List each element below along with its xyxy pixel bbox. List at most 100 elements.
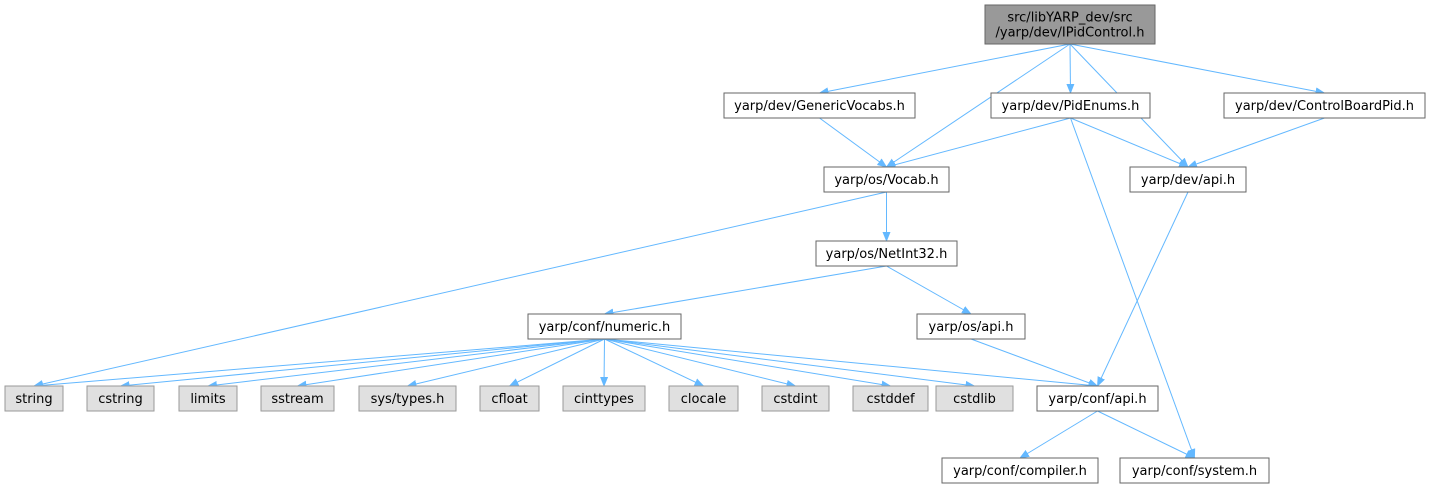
edge-numeric-to-cstring	[119, 338, 605, 390]
node-cfloat: cfloat	[479, 385, 540, 412]
node-limits: limits	[178, 385, 238, 412]
node-label-clocale: clocale	[681, 392, 726, 407]
edge-numeric-to-clocale	[604, 338, 705, 387]
node-sstream: sstream	[260, 385, 335, 412]
node-box-compiler	[941, 457, 1099, 484]
node-label-cinttypes: cinttypes	[574, 392, 634, 407]
node-box-netint32	[815, 240, 958, 267]
edge-numeric-to-cstdint	[604, 338, 797, 388]
node-compiler[interactable]: yarp/conf/compiler.h	[941, 457, 1099, 484]
node-box-genericvocabs	[723, 92, 916, 119]
edge-numeric-to-string	[33, 338, 605, 390]
node-devapi[interactable]: yarp/dev/api.h	[1129, 166, 1247, 193]
node-box-root	[984, 4, 1156, 45]
node-box-limits	[178, 385, 238, 412]
node-label-controlboardpid: yarp/dev/ControlBoardPid.h	[1235, 99, 1414, 114]
node-label-genericvocabs: yarp/dev/GenericVocabs.h	[734, 99, 905, 114]
node-label-root: /yarp/dev/IPidControl.h	[996, 26, 1145, 41]
edge-pidenums-to-vocab	[885, 117, 1071, 169]
node-pidenums[interactable]: yarp/dev/PidEnums.h	[990, 92, 1151, 119]
node-label-system: yarp/conf/system.h	[1132, 464, 1257, 479]
node-box-controlboardpid	[1223, 92, 1426, 119]
node-root[interactable]: src/libYARP_dev/src/yarp/dev/IPidControl…	[984, 4, 1156, 45]
edge-numeric-to-confapi	[604, 338, 1099, 390]
edges-layer	[33, 43, 1326, 459]
node-systypes: sys/types.h	[358, 385, 457, 412]
node-numeric[interactable]: yarp/conf/numeric.h	[527, 313, 682, 340]
edge-netint32-to-osapi	[886, 265, 972, 315]
node-cstdint: cstdint	[761, 385, 830, 412]
node-label-netint32: yarp/os/NetInt32.h	[826, 247, 948, 262]
edge-vocab-to-string	[33, 191, 887, 388]
node-vocab[interactable]: yarp/os/Vocab.h	[823, 166, 950, 193]
node-label-root: src/libYARP_dev/src	[1007, 11, 1132, 26]
node-box-clocale	[668, 385, 739, 412]
node-box-string	[4, 385, 64, 412]
node-box-confapi	[1036, 385, 1159, 412]
node-label-pidenums: yarp/dev/PidEnums.h	[1002, 99, 1140, 114]
node-box-cinttypes	[562, 385, 646, 412]
edge-numeric-to-cfloat	[508, 338, 605, 387]
node-box-numeric	[527, 313, 682, 340]
edge-numeric-to-cinttypes	[600, 338, 609, 387]
edge-devapi-to-confapi	[1097, 191, 1189, 387]
edge-genericvocabs-to-vocab	[819, 117, 888, 168]
node-box-system	[1119, 457, 1270, 484]
nodes-layer: src/libYARP_dev/src/yarp/dev/IPidControl…	[4, 4, 1426, 484]
node-label-sstream: sstream	[271, 392, 323, 407]
node-system[interactable]: yarp/conf/system.h	[1119, 457, 1270, 484]
edge-pidenums-to-system	[1070, 117, 1196, 459]
node-label-cstdint: cstdint	[773, 392, 817, 407]
node-label-confapi: yarp/conf/api.h	[1048, 392, 1146, 407]
node-box-cstddef	[852, 385, 929, 412]
edge-numeric-to-systypes	[406, 338, 605, 388]
node-netint32[interactable]: yarp/os/NetInt32.h	[815, 240, 958, 267]
node-osapi[interactable]: yarp/os/api.h	[916, 313, 1026, 340]
node-cinttypes: cinttypes	[562, 385, 646, 412]
node-label-string: string	[15, 392, 52, 407]
edge-root-to-vocab	[885, 43, 1071, 168]
edge-controlboardpid-to-devapi	[1187, 117, 1325, 168]
node-box-osapi	[916, 313, 1026, 340]
edge-numeric-to-limits	[207, 338, 605, 389]
node-box-cstring	[86, 385, 155, 412]
node-box-cfloat	[479, 385, 540, 412]
edge-pidenums-to-devapi	[1070, 117, 1189, 168]
edge-confapi-to-system	[1097, 410, 1196, 459]
node-label-compiler: yarp/conf/compiler.h	[953, 464, 1087, 479]
node-clocale: clocale	[668, 385, 739, 412]
edge-numeric-to-cstddef	[604, 338, 892, 389]
node-label-numeric: yarp/conf/numeric.h	[539, 320, 671, 335]
node-box-pidenums	[990, 92, 1151, 119]
node-label-limits: limits	[190, 392, 226, 407]
edge-numeric-to-cstdlib	[604, 338, 976, 389]
node-label-vocab: yarp/os/Vocab.h	[834, 173, 938, 188]
node-label-osapi: yarp/os/api.h	[929, 320, 1014, 335]
node-confapi[interactable]: yarp/conf/api.h	[1036, 385, 1159, 412]
node-label-cfloat: cfloat	[491, 392, 527, 407]
node-label-devapi: yarp/dev/api.h	[1141, 173, 1235, 188]
node-label-cstring: cstring	[98, 392, 142, 407]
node-cstdlib: cstdlib	[935, 385, 1014, 412]
edge-root-to-controlboardpid	[1069, 43, 1326, 96]
node-label-systypes: sys/types.h	[371, 392, 445, 407]
edge-netint32-to-numeric	[603, 265, 887, 317]
node-box-sstream	[260, 385, 335, 412]
edge-numeric-to-sstream	[296, 338, 605, 389]
node-controlboardpid[interactable]: yarp/dev/ControlBoardPid.h	[1223, 92, 1426, 119]
node-label-cstddef: cstddef	[866, 392, 915, 407]
node-cstddef: cstddef	[852, 385, 929, 412]
edge-root-to-pidenums	[1066, 43, 1075, 94]
edge-root-to-genericvocabs	[818, 43, 1071, 96]
node-box-cstdint	[761, 385, 830, 412]
node-cstring: cstring	[86, 385, 155, 412]
edge-osapi-to-confapi	[970, 338, 1099, 387]
node-string: string	[4, 385, 64, 412]
node-box-vocab	[823, 166, 950, 193]
node-box-devapi	[1129, 166, 1247, 193]
node-genericvocabs[interactable]: yarp/dev/GenericVocabs.h	[723, 92, 916, 119]
node-label-cstdlib: cstdlib	[953, 392, 996, 407]
edge-confapi-to-compiler	[1019, 410, 1098, 459]
node-box-systypes	[358, 385, 457, 412]
